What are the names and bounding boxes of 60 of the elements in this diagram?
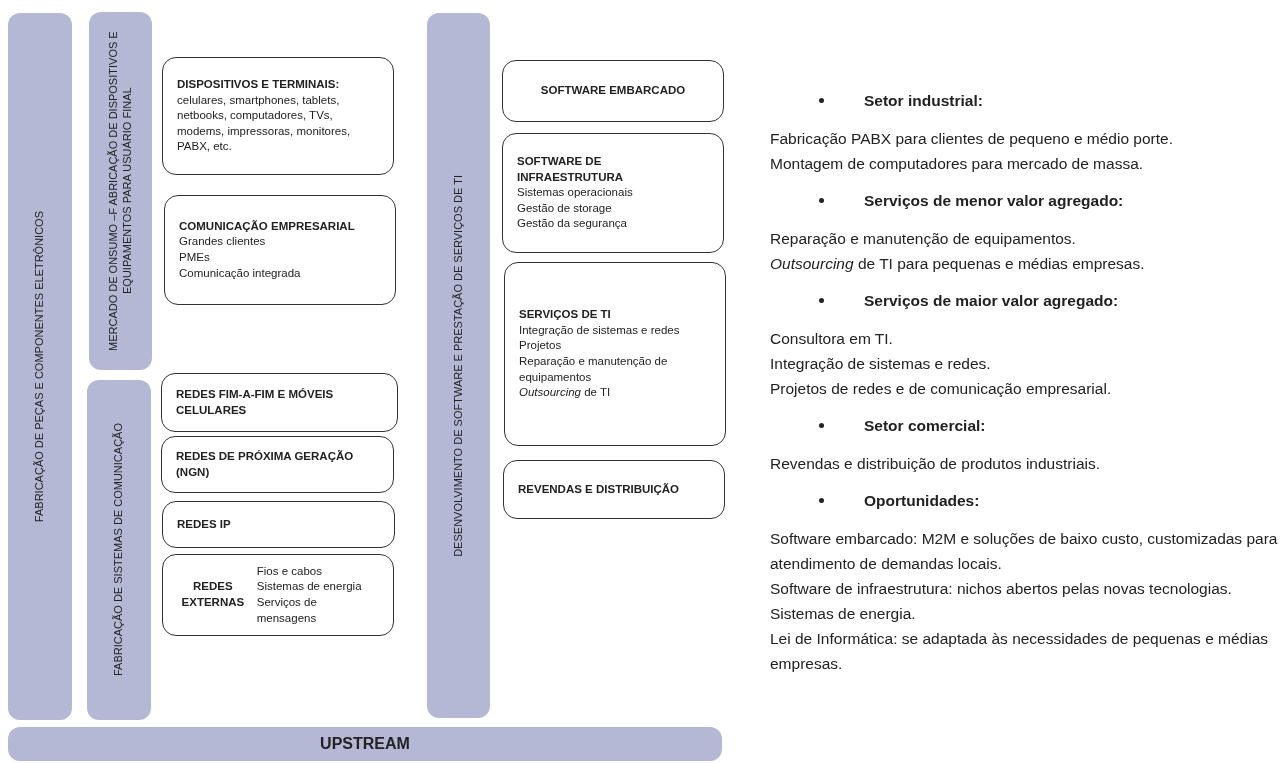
text-line: Integração de sistemas e redes. bbox=[770, 354, 992, 374]
card-box bbox=[503, 460, 725, 519]
list-item: Serviços de mensagens bbox=[256, 595, 318, 626]
text-line: Software embarcado: M2M e soluções de baixo custo, customizadas para atendimento de demandas locais. bbox=[770, 529, 1279, 574]
list-item: Outsourcing de TI bbox=[519, 385, 612, 401]
list-item: Integração de sistemas e redes bbox=[519, 322, 681, 338]
column-band bbox=[8, 727, 722, 761]
bullet-heading: Setor comercial: bbox=[864, 416, 987, 436]
band-title: DESENVOLVIMENTO DE SOFTWARE E PRESTAÇÃO DE SERVIÇOS DE TI bbox=[451, 174, 465, 557]
column-band bbox=[427, 13, 490, 718]
card-heading: REDES DE PRÓXIMA GERAÇÃO (NGN) bbox=[176, 449, 355, 480]
card-heading: COMUNICAÇÃO EMPRESARIAL bbox=[179, 218, 356, 234]
card-box bbox=[162, 554, 394, 636]
text-line: Fabricação PABX para clientes de pequeno e médio porte. bbox=[770, 129, 1174, 149]
list-item: Sistemas operacionais bbox=[517, 185, 634, 201]
bullet-heading: Serviços de maior valor agregado: bbox=[864, 291, 1120, 311]
band-title: MERCADO DE ONSUMO –F ABRICAÇÃO DE DISPOSITIVOS E EQUIPAMENTOS PARA USUÁRIO FINAL bbox=[106, 30, 134, 353]
text-line: Montagem de computadores para mercado de massa. bbox=[770, 154, 1145, 174]
text-line: Outsourcing de TI para pequenas e médias empresas. bbox=[770, 254, 1146, 274]
text-line: Reparação e manutenção de equipamentos. bbox=[770, 229, 1077, 249]
text-line: Projetos de redes e de comunicação empresarial. bbox=[770, 379, 1113, 399]
card-box bbox=[162, 57, 394, 175]
list-item: Comunicação integrada bbox=[179, 265, 302, 281]
card-heading: REVENDAS E DISTRIBUIÇÃO bbox=[518, 481, 681, 497]
list-item: PMEs bbox=[179, 250, 211, 265]
text-line: Software de infraestrutura: nichos abertos pelas novas tecnologias. bbox=[770, 579, 1233, 599]
text-line: Revendas e distribuição de produtos industriais. bbox=[770, 454, 1101, 474]
card-heading: REDES IP bbox=[177, 516, 232, 532]
text-line: Consultora em TI. bbox=[770, 329, 894, 349]
list-item: Sistemas de energia bbox=[256, 579, 363, 595]
card-heading: SOFTWARE DE INFRAESTRUTURA bbox=[517, 154, 625, 185]
column-band bbox=[8, 13, 72, 720]
column-band bbox=[87, 380, 151, 720]
list-item: Fios e cabos bbox=[256, 563, 323, 579]
band-title: FABRICAÇÃO DE SISTEMAS DE COMUNICAÇÃO bbox=[112, 423, 126, 677]
band-title: UPSTREAM bbox=[320, 735, 410, 753]
list-item: Gestão de storage bbox=[517, 200, 613, 216]
card-box bbox=[162, 501, 395, 548]
bullet-heading: Oportunidades: bbox=[864, 491, 981, 511]
list-item: Projetos bbox=[519, 338, 563, 354]
card-heading: DISPOSITIVOS E TERMINAIS: bbox=[177, 77, 341, 93]
list-item: Gestão da segurança bbox=[517, 216, 628, 232]
card-box bbox=[504, 262, 726, 446]
card-box bbox=[502, 60, 724, 122]
band-title: FABRICAÇÃO DE PEÇAS E COMPONENTES ELETRÔNICOS bbox=[33, 210, 47, 523]
text-line: Sistemas de energia. bbox=[770, 604, 917, 624]
card-heading: SOFTWARE EMBARCADO bbox=[540, 83, 686, 99]
list-item: Grandes clientes bbox=[179, 234, 267, 250]
list-item: celulares, smartphones, tablets, netbooks, computadores, TVs, modems, impressoras, monitores, PABX, etc. bbox=[177, 92, 352, 155]
card-heading: REDES FIM-A-FIM E MÓVEIS CELULARES bbox=[176, 387, 335, 418]
card-box bbox=[161, 373, 398, 432]
card-heading: REDES EXTERNAS bbox=[180, 579, 246, 610]
bullet-heading: Serviços de menor valor agregado: bbox=[864, 191, 1125, 211]
card-box bbox=[161, 436, 394, 493]
card-box bbox=[502, 133, 724, 253]
card-heading: SERVIÇOS DE TI bbox=[519, 307, 612, 323]
column-band bbox=[89, 12, 152, 370]
card-box bbox=[164, 195, 396, 305]
text-line: Lei de Informática: se adaptada às necessidades de pequenas e médias empresas. bbox=[770, 629, 1270, 674]
bullet-heading: Setor industrial: bbox=[864, 91, 984, 111]
